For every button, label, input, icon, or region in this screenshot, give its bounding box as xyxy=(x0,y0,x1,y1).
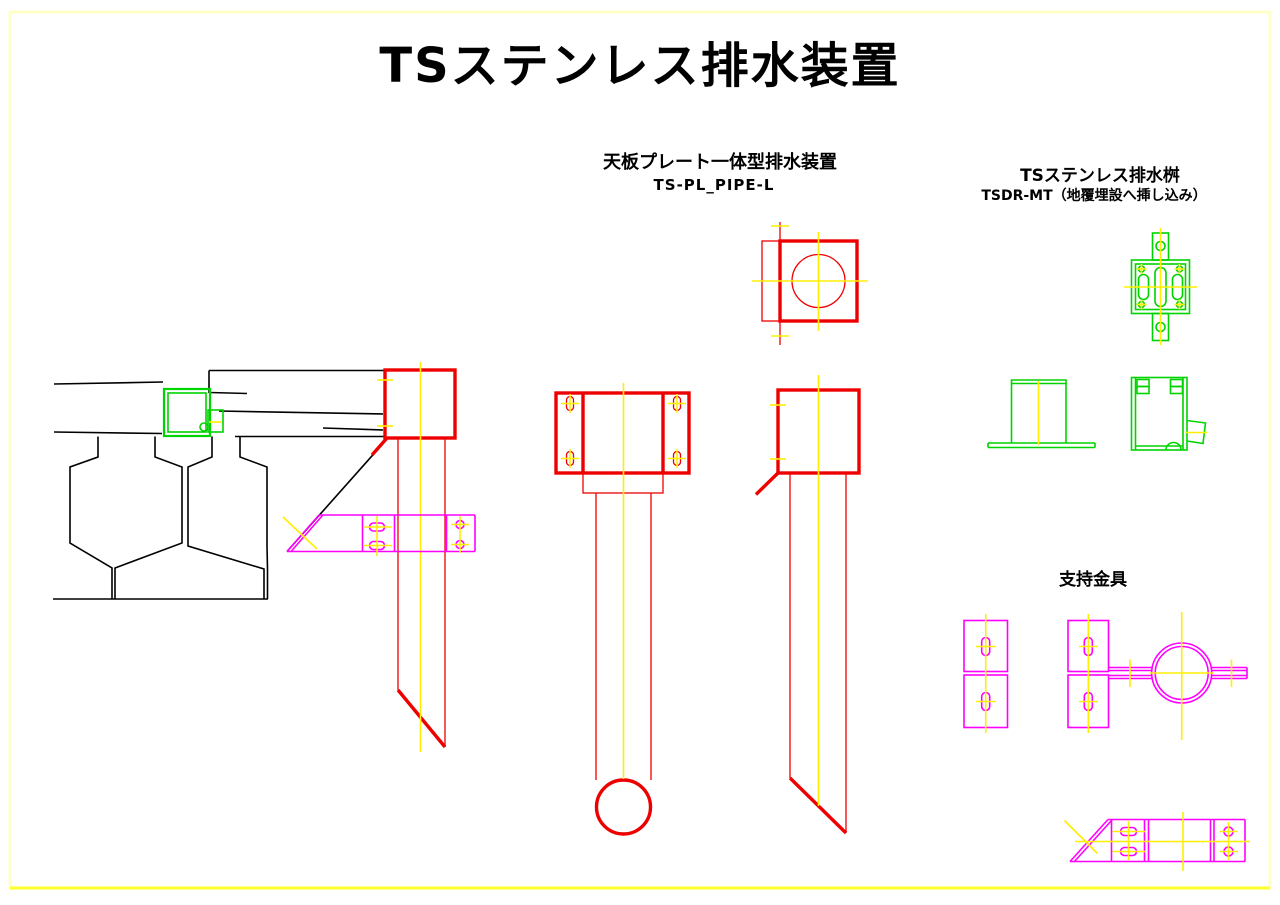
support-fitting-label: 支持金具 xyxy=(1059,570,1127,590)
basin-front-view xyxy=(987,379,1096,449)
pipe-unit-front-view xyxy=(554,383,691,836)
pipe-unit-side-view xyxy=(754,375,861,835)
basin-top-view xyxy=(1124,228,1197,345)
basin-side-view xyxy=(1130,376,1208,451)
support-bracket-in-section xyxy=(282,514,476,556)
bridge-cross-section-drawing xyxy=(53,362,476,752)
bridge-structure-lines xyxy=(53,369,388,600)
flange-bolt-slots xyxy=(561,394,686,468)
corner-bolt-marks xyxy=(1136,264,1185,310)
drain-pipe-in-section xyxy=(370,362,457,752)
pipe-unit-top-view xyxy=(752,222,868,345)
plate-pipe-unit-model: TS-PL_PIPE-L xyxy=(653,176,775,194)
drain-basin-model: TSDR-MT（地覆埋設へ挿し込み） xyxy=(981,188,1207,204)
sheet-border xyxy=(8,10,1272,890)
drain-basin-label: TSステンレス排水桝 xyxy=(1020,166,1180,186)
sheet-title: TSステンレス排水装置 xyxy=(379,38,901,94)
embedded-drain-box xyxy=(162,387,224,438)
support-plate-pair xyxy=(963,614,1009,733)
plate-pipe-unit-label: 天板プレート一体型排水装置 xyxy=(603,152,837,173)
support-bracket-plan xyxy=(1063,812,1250,871)
support-pipe-clamp xyxy=(1067,612,1248,740)
